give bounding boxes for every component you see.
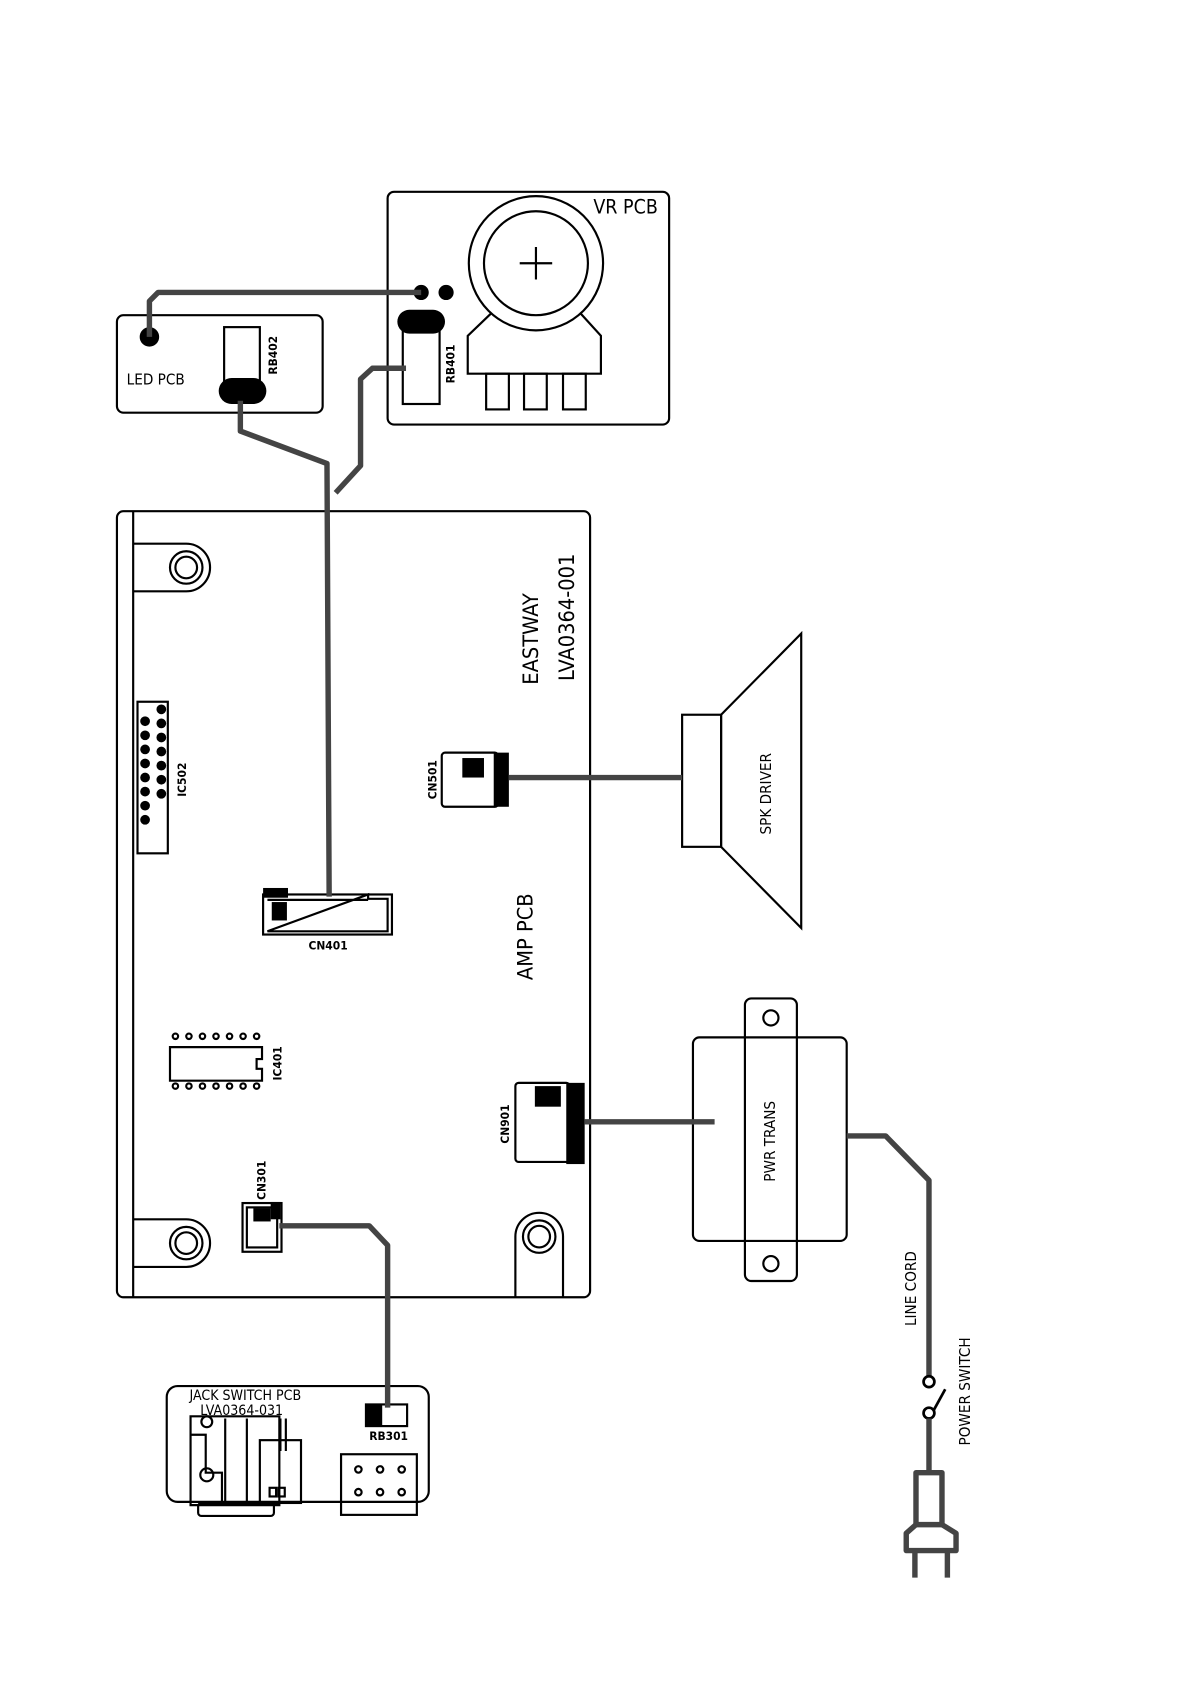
pad bbox=[439, 285, 454, 300]
pin bbox=[377, 1466, 383, 1472]
cn401-label: CN401 bbox=[308, 939, 347, 953]
ic502-label: IC502 bbox=[175, 763, 189, 797]
pin bbox=[158, 706, 166, 714]
pin bbox=[141, 802, 149, 810]
ic401: IC401 bbox=[170, 1034, 285, 1089]
pin bbox=[254, 1034, 259, 1039]
rb402-label: RB402 bbox=[266, 336, 280, 375]
pin bbox=[141, 746, 149, 754]
pin bbox=[158, 720, 166, 728]
wire-rb401-to-cn401 bbox=[336, 368, 406, 493]
pin bbox=[227, 1034, 232, 1039]
cn301-label: CN301 bbox=[254, 1161, 268, 1200]
pin bbox=[254, 1083, 259, 1088]
power-plug-icon bbox=[906, 1473, 956, 1578]
amp-pcb-part-no: LVA0364-001 bbox=[555, 554, 580, 681]
vr-pcb-label: VR PCB bbox=[593, 195, 658, 218]
pin bbox=[141, 816, 149, 824]
pin bbox=[355, 1466, 361, 1472]
rb401-label: RB401 bbox=[444, 345, 458, 384]
pin bbox=[158, 790, 166, 798]
cn401: CN401 bbox=[263, 888, 392, 953]
speaker-label: SPK DRIVER bbox=[757, 753, 775, 835]
pin bbox=[227, 1083, 232, 1088]
transformer-label: PWR TRANS bbox=[761, 1101, 779, 1182]
cn901: CN901 bbox=[498, 1083, 585, 1164]
jack-switch-pcb-label: JACK SWITCH PCB bbox=[188, 1388, 301, 1404]
pin bbox=[355, 1489, 361, 1495]
pin bbox=[158, 734, 166, 742]
ic401-label: IC401 bbox=[271, 1046, 285, 1080]
pin bbox=[186, 1034, 191, 1039]
rb301-label: RB301 bbox=[369, 1429, 408, 1443]
amp-pcb: EASTWAY LVA0364-001 AMP PCB IC502 CN401 … bbox=[117, 511, 590, 1297]
pin bbox=[240, 1034, 245, 1039]
pin bbox=[173, 1034, 178, 1039]
cn301: CN301 bbox=[243, 1161, 282, 1252]
power-switch-symbol bbox=[924, 1376, 946, 1418]
pin bbox=[377, 1489, 383, 1495]
pin bbox=[141, 717, 149, 725]
mounting-hole-bottom-left bbox=[133, 1219, 210, 1267]
volume-potentiometer bbox=[468, 196, 603, 409]
amp-pcb-maker: EASTWAY bbox=[519, 593, 544, 685]
pin bbox=[141, 774, 149, 782]
pin bbox=[158, 748, 166, 756]
speaker-driver: SPK DRIVER bbox=[682, 634, 801, 929]
pin bbox=[141, 732, 149, 740]
pin bbox=[398, 1466, 404, 1472]
ic502: IC502 bbox=[138, 702, 190, 854]
led-pcb-label: LED PCB bbox=[127, 371, 185, 389]
mounting-hole-bottom-right bbox=[515, 1213, 563, 1297]
vr-pcb: VR PCB RB401 bbox=[388, 192, 670, 425]
rb402-plug bbox=[219, 378, 267, 404]
cn501-label: CN501 bbox=[425, 760, 439, 799]
pin bbox=[398, 1489, 404, 1495]
power-transformer: PWR TRANS bbox=[693, 998, 847, 1281]
pin bbox=[141, 760, 149, 768]
wire-cn301-to-rb301 bbox=[279, 1226, 387, 1408]
rb401-plug bbox=[397, 310, 445, 334]
pin bbox=[213, 1034, 218, 1039]
pin bbox=[200, 1034, 205, 1039]
mounting-hole-top-left bbox=[133, 544, 210, 592]
pin bbox=[240, 1083, 245, 1088]
pin bbox=[141, 788, 149, 796]
cn901-label: CN901 bbox=[498, 1104, 512, 1143]
rb401-connector bbox=[403, 330, 440, 404]
pin bbox=[200, 1083, 205, 1088]
pin bbox=[173, 1083, 178, 1088]
jack-switch-pins bbox=[341, 1454, 417, 1515]
power-switch-label: POWER SWITCH bbox=[956, 1337, 974, 1445]
wire-rb402-to-cn401 bbox=[240, 401, 329, 897]
cn501: CN501 bbox=[425, 753, 509, 807]
pin bbox=[158, 776, 166, 784]
pin bbox=[186, 1083, 191, 1088]
line-cord-label: LINE CORD bbox=[902, 1251, 920, 1326]
pin bbox=[158, 762, 166, 770]
amp-pcb-label: AMP PCB bbox=[514, 893, 539, 980]
pin bbox=[213, 1083, 218, 1088]
